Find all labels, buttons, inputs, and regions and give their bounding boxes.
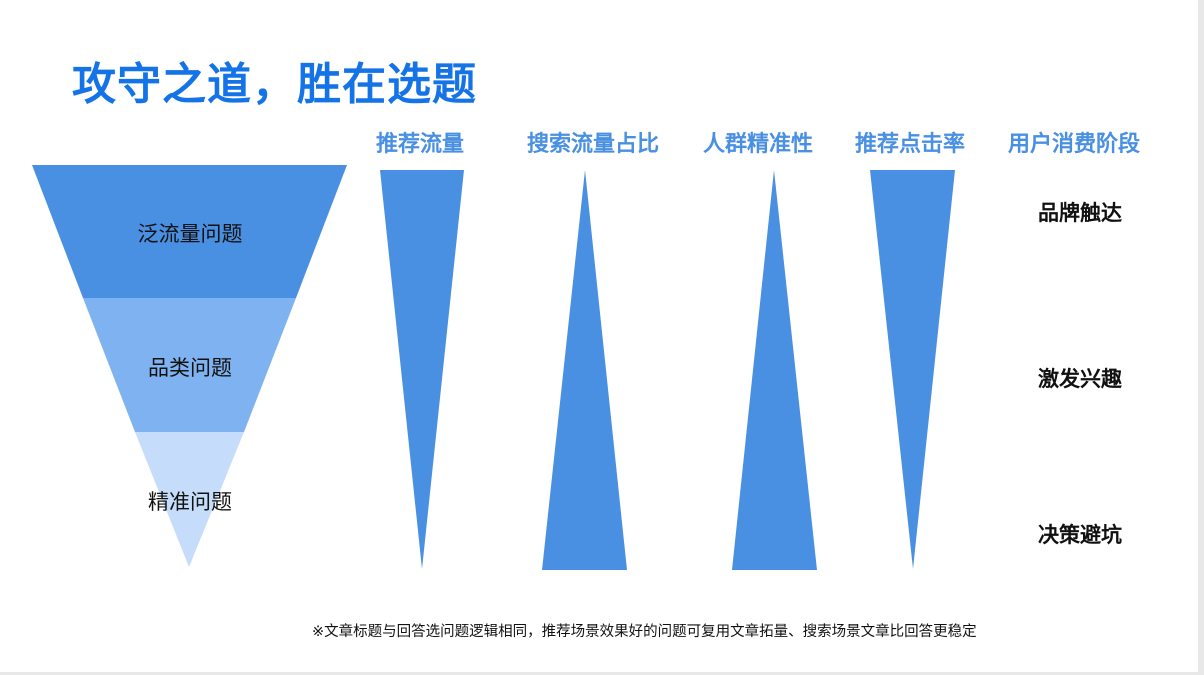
trend-recommend-traffic-decreasing (380, 170, 464, 569)
footnote: ※文章标题与回答选问题逻辑相同，推荐场景效果好的问题可复用文章拓量、搜索场景文章… (312, 624, 977, 640)
header-search-share: 搜索流量占比 (527, 132, 660, 157)
trend-recommend-ctr-decreasing (870, 170, 955, 569)
trend-search-share-increasing (542, 170, 627, 570)
slide-bottom-edge (0, 672, 1204, 675)
funnel-label-broad: 泛流量问题 (137, 222, 243, 246)
funnel-label-category: 品类问题 (148, 356, 232, 380)
trend-audience-precision-increasing (732, 170, 817, 570)
header-consumer-stage: 用户消费阶段 (1008, 132, 1141, 157)
stage-decision: 决策避坑 (1038, 523, 1122, 547)
slide-right-edge (1198, 0, 1204, 675)
funnel-level-precise (135, 432, 244, 567)
header-audience-precision: 人群精准性 (703, 132, 814, 157)
header-recommend-ctr: 推荐点击率 (855, 132, 966, 157)
funnel-label-precise: 精准问题 (148, 490, 232, 514)
page-title: 攻守之道，胜在选题 (72, 59, 477, 110)
header-recommend-traffic: 推荐流量 (376, 132, 465, 157)
stage-spark-interest: 激发兴趣 (1038, 367, 1122, 391)
stage-brand-reach: 品牌触达 (1038, 201, 1122, 225)
funnel-level-broad (32, 165, 347, 298)
funnel-level-category (83, 298, 296, 432)
